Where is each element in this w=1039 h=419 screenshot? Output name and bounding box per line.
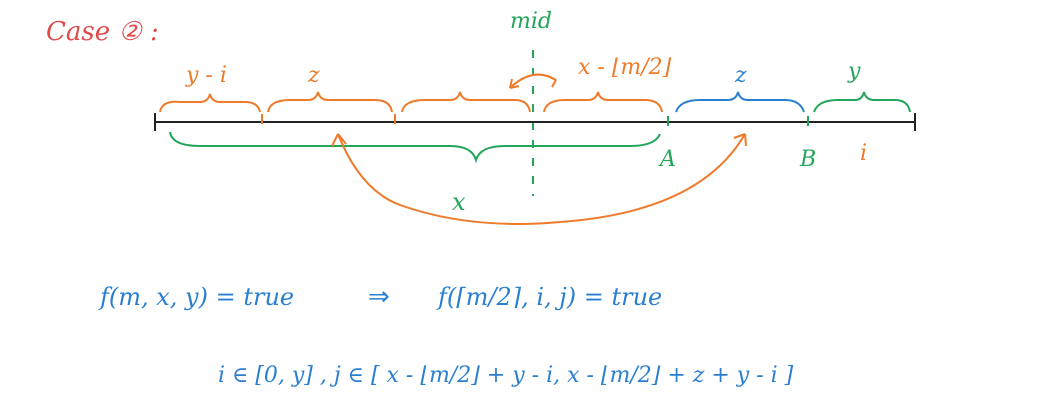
label-y-right: y <box>847 59 861 84</box>
label-y-minus-i: y - i <box>185 63 227 88</box>
brace-y-minus-i <box>159 93 261 113</box>
brace-x-minus-floor <box>543 91 663 113</box>
mid-label: mid <box>510 9 552 34</box>
double-arrow-head-right <box>547 75 557 88</box>
formula-line1-left: f(m, x, y) = true <box>98 283 294 311</box>
formula-line1-right: f(⌈m/2⌉, i, j) = true <box>436 283 662 311</box>
move-arc-head-left <box>331 133 347 147</box>
point-b-label: B <box>799 147 816 172</box>
label-i-right: i <box>860 141 867 166</box>
double-arrow-head-left <box>509 78 520 89</box>
case-title: Case ② : <box>46 17 159 47</box>
move-arc-head-right <box>733 133 747 147</box>
brace-z-right <box>675 91 805 113</box>
label-z-right: z <box>734 63 747 88</box>
brace-middle <box>401 91 531 113</box>
formula-line1-arrow: ⇒ <box>368 282 390 312</box>
label-x-minus-floor: x - ⌊m/2⌋ <box>578 55 672 80</box>
brace-y-right <box>813 91 911 113</box>
point-a-label: A <box>658 147 676 172</box>
label-z-left: z <box>307 63 320 88</box>
brace-z-left <box>267 91 393 113</box>
formula-line2: i ∈ [0, y] , j ∈ [ x - ⌊m/2⌋ + y - i, x … <box>218 363 794 388</box>
brace-x-below <box>169 131 661 164</box>
move-arc <box>337 133 746 225</box>
label-x: x <box>452 188 466 216</box>
